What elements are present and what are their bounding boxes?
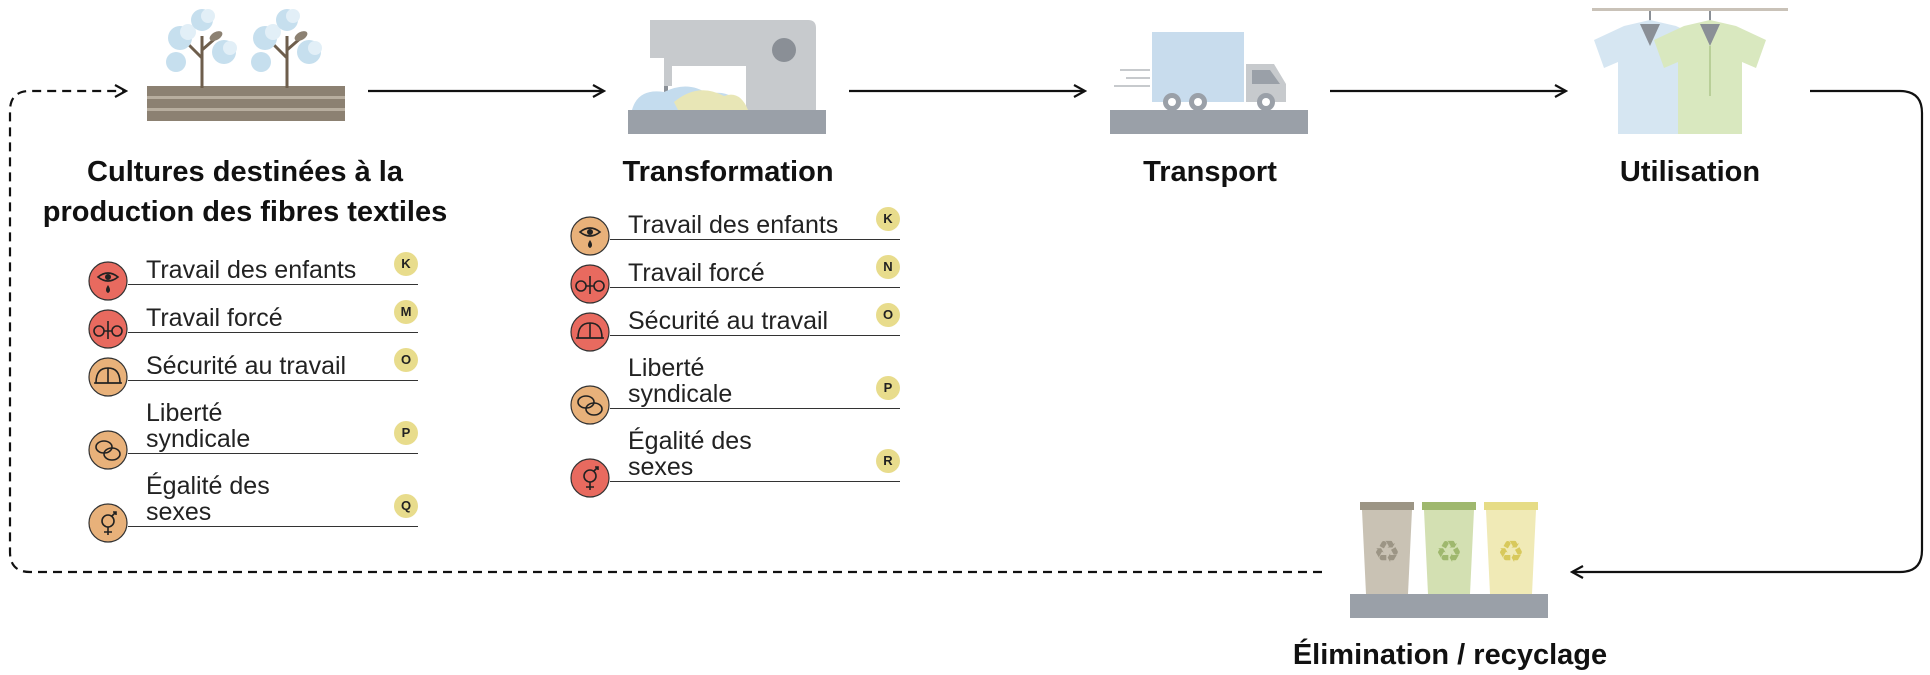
cultures-issue-list: Travail des enfants K Travail forcé M Sé… (88, 250, 418, 543)
issue-badge: K (876, 207, 900, 231)
issue-badge: Q (394, 494, 418, 518)
issue-label: Travail des enfants (146, 256, 357, 284)
issue-badge: R (876, 449, 900, 473)
transformation-issue-list: Travail des enfants K Travail forcé N Sé… (570, 205, 900, 498)
issue-child-labour: Travail des enfants K (88, 250, 418, 301)
issue-label: Égalité des sexes (146, 472, 270, 526)
issue-badge: K (394, 252, 418, 276)
issue-workplace-safety: Sécurité au travail O (88, 346, 418, 397)
child-labour-icon (570, 216, 610, 256)
issue-gender-equality: Égalité des sexes Q (88, 467, 418, 543)
issue-badge: M (394, 300, 418, 324)
issue-freedom-of-association: Liberté syndicale P (570, 349, 900, 425)
speech-bubbles-icon (570, 385, 610, 425)
issue-label: Travail forcé (628, 259, 765, 287)
issue-label: Travail des enfants (628, 211, 839, 239)
issue-badge: N (876, 255, 900, 279)
stage-title-utilisation: Utilisation (1619, 156, 1761, 188)
shirts-on-rack-icon (1592, 8, 1788, 134)
issue-badge: O (394, 348, 418, 372)
svg-text:♻: ♻ (1498, 535, 1525, 570)
child-labour-icon (88, 261, 128, 301)
issue-label: Égalité des sexes (628, 427, 752, 481)
issue-badge: P (876, 376, 900, 400)
safety-helmet-icon (570, 312, 610, 352)
gender-symbol-icon (570, 458, 610, 498)
issue-label: Liberté syndicale (146, 399, 251, 453)
cotton-plant-icon (147, 9, 345, 121)
svg-text:♻: ♻ (1374, 535, 1401, 570)
stage-title-transport: Transport (1143, 156, 1277, 188)
issue-gender-equality: Égalité des sexes R (570, 422, 900, 498)
issue-label: Sécurité au travail (146, 352, 347, 380)
forced-labour-icon (570, 264, 610, 304)
arrow-utilisation-to-elimination (1572, 89, 1924, 572)
stage-title-cultures: Cultures destinées à la production des f… (42, 156, 448, 228)
stage-title-transformation: Transformation (622, 156, 834, 188)
issue-badge: O (876, 303, 900, 327)
sewing-machine-icon (628, 20, 826, 134)
stage-title-elimination: Élimination / recyclage (1292, 639, 1608, 671)
speech-bubbles-icon (88, 430, 128, 470)
forced-labour-icon (88, 309, 128, 349)
issue-workplace-safety: Sécurité au travail O (570, 301, 900, 352)
issue-freedom-of-association: Liberté syndicale P (88, 394, 418, 470)
issue-label: Liberté syndicale (628, 354, 733, 408)
issue-child-labour: Travail des enfants K (570, 205, 900, 256)
issue-badge: P (394, 421, 418, 445)
safety-helmet-icon (88, 357, 128, 397)
gender-symbol-icon (88, 503, 128, 543)
issue-forced-labour: Travail forcé M (88, 298, 418, 349)
recycling-bins-icon: ♻ ♻ ♻ (1350, 502, 1548, 618)
issue-label: Sécurité au travail (628, 307, 829, 335)
issue-forced-labour: Travail forcé N (570, 253, 900, 304)
svg-text:♻: ♻ (1436, 535, 1463, 570)
issue-label: Travail forcé (146, 304, 283, 332)
arrow-recycling-loop (8, 91, 1322, 574)
delivery-truck-icon (1110, 32, 1308, 134)
